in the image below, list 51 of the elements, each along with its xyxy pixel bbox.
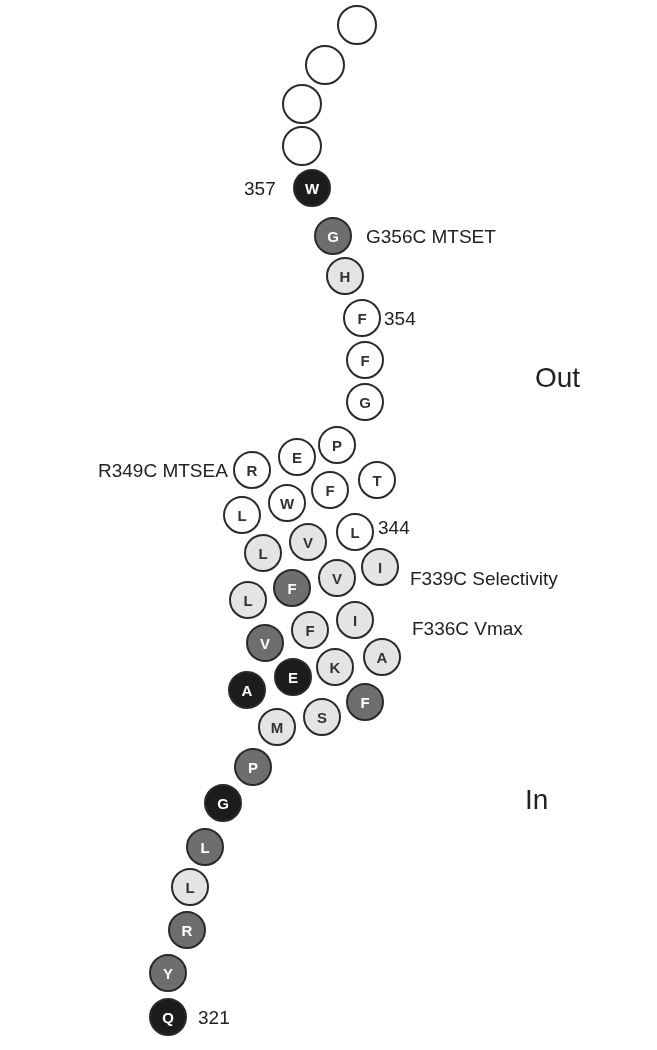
residue-circle: I xyxy=(336,601,374,639)
region-label: Out xyxy=(535,364,581,392)
residue-circle: R xyxy=(168,911,206,949)
residue-circle: A xyxy=(363,638,401,676)
mutation-label: F339C Selectivity xyxy=(410,568,558,588)
residue-circle: F xyxy=(273,569,311,607)
residue-circle: W xyxy=(293,169,331,207)
residue-circle: V xyxy=(289,523,327,561)
residue-circle: V xyxy=(318,559,356,597)
residue-circle: Y xyxy=(149,954,187,992)
residue-circle: E xyxy=(274,658,312,696)
residue-circle: F xyxy=(311,471,349,509)
residue-circle: H xyxy=(326,257,364,295)
residue-circle: F xyxy=(343,299,381,337)
residue-circle: M xyxy=(258,708,296,746)
residue-number: 321 xyxy=(198,1007,230,1027)
mutation-label: G356C MTSET xyxy=(366,226,496,246)
residue-circle: G xyxy=(314,217,352,255)
residue-circle: L xyxy=(229,581,267,619)
residue-number: 354 xyxy=(384,308,416,328)
residue-circle: P xyxy=(318,426,356,464)
residue-circle: F xyxy=(291,611,329,649)
residue-circle: P xyxy=(234,748,272,786)
residue-circle: Q xyxy=(149,998,187,1036)
residue-number: 357 xyxy=(244,178,276,198)
region-label: In xyxy=(525,786,549,814)
residue-circle: L xyxy=(186,828,224,866)
empty-residue-circle xyxy=(282,126,322,166)
residue-circle: W xyxy=(268,484,306,522)
empty-residue-circle xyxy=(282,84,322,124)
residue-circle: G xyxy=(204,784,242,822)
residue-circle: E xyxy=(278,438,316,476)
residue-circle: A xyxy=(228,671,266,709)
residue-circle: L xyxy=(171,868,209,906)
residue-circle: R xyxy=(233,451,271,489)
residue-circle: T xyxy=(358,461,396,499)
residue-circle: S xyxy=(303,698,341,736)
residue-circle: G xyxy=(346,383,384,421)
residue-circle: I xyxy=(361,548,399,586)
residue-circle: L xyxy=(244,534,282,572)
mutation-label: R349C MTSEA xyxy=(98,460,228,480)
residue-circle: V xyxy=(246,624,284,662)
residue-circle: F xyxy=(346,341,384,379)
empty-residue-circle xyxy=(305,45,345,85)
residue-circle: L xyxy=(223,496,261,534)
empty-residue-circle xyxy=(337,5,377,45)
residue-number: 344 xyxy=(378,517,410,537)
mutation-label: F336C Vmax xyxy=(412,618,523,638)
residue-circle: F xyxy=(346,683,384,721)
residue-circle: L xyxy=(336,513,374,551)
residue-circle: K xyxy=(316,648,354,686)
